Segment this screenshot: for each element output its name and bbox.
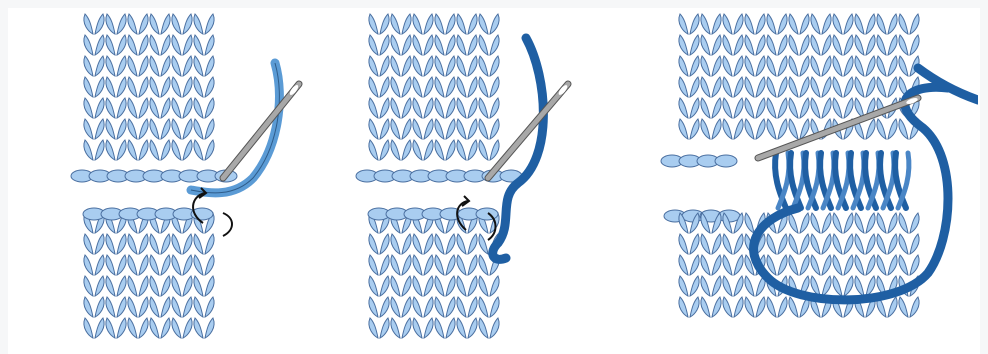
upper-knit-fabric	[369, 14, 499, 160]
step-3-panel	[648, 8, 978, 354]
step-3-illustration	[648, 8, 978, 354]
cast-on-edge	[368, 208, 498, 220]
lower-knit-fabric	[84, 213, 214, 338]
cast-off-edge	[661, 155, 737, 167]
lower-knit-fabric	[679, 213, 919, 317]
cast-off-edge	[71, 170, 237, 182]
illustration-canvas	[8, 8, 980, 354]
sewing-needle	[488, 84, 569, 178]
upper-knit-fabric	[84, 14, 214, 160]
step-2-illustration	[348, 8, 598, 354]
grafted-stitches	[775, 153, 909, 208]
upper-knit-fabric	[679, 14, 919, 139]
lower-knit-fabric	[369, 213, 499, 338]
step-2-panel	[348, 8, 598, 354]
step-1-illustration	[63, 8, 313, 354]
step-1-panel	[63, 8, 313, 354]
yarn-strand	[493, 38, 544, 259]
